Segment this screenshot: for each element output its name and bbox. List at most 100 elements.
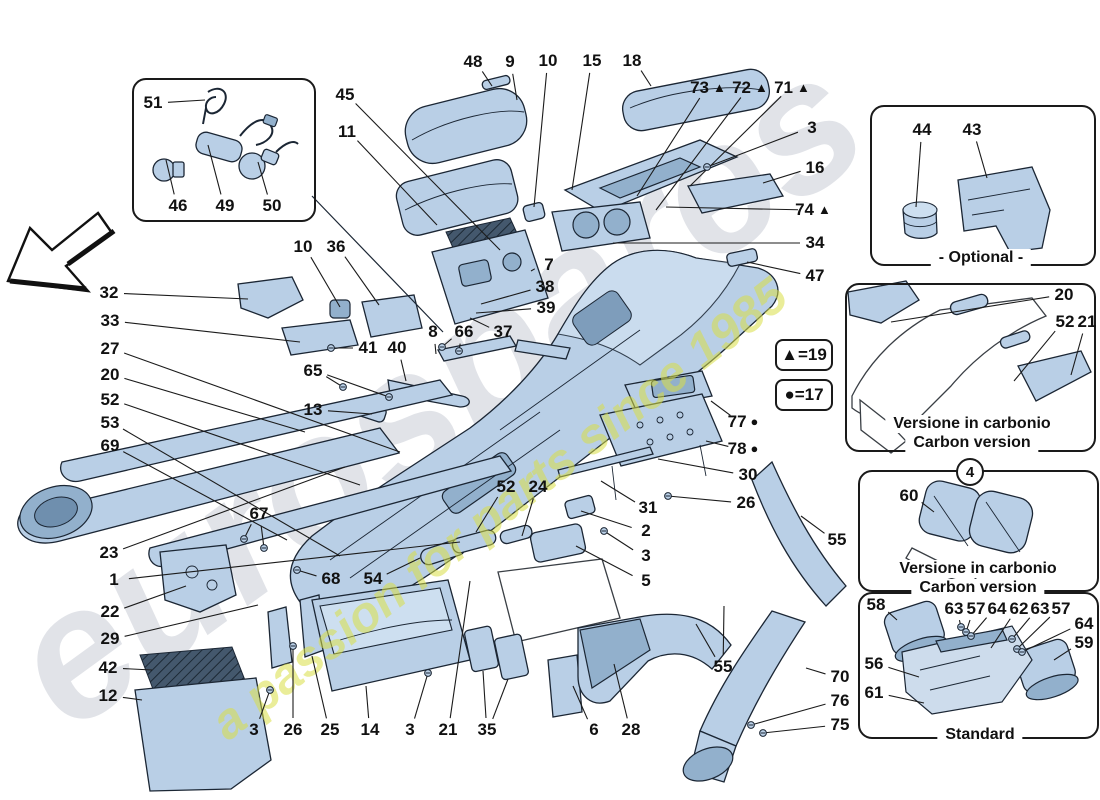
screw-icon bbox=[438, 343, 446, 351]
callout-26-65: 26 bbox=[736, 493, 756, 512]
screw-icon bbox=[957, 623, 965, 631]
callout-36-30: 36 bbox=[326, 237, 346, 256]
leader-line-47 bbox=[746, 261, 801, 275]
part-floor-panel bbox=[134, 677, 272, 792]
leader-line-9 bbox=[512, 73, 518, 101]
screw-icon bbox=[327, 344, 335, 352]
callout-64-84: 64 bbox=[1074, 614, 1094, 633]
screw-icon bbox=[385, 393, 393, 401]
callout-51-0: 51 bbox=[143, 93, 163, 112]
inset-box-lighter bbox=[132, 78, 316, 222]
callout-5-61: 5 bbox=[641, 571, 651, 590]
part-center-duct bbox=[577, 613, 732, 704]
callout-34-17: 34 bbox=[805, 233, 825, 252]
callout-44-71: 44 bbox=[912, 120, 932, 139]
leader-line-58 bbox=[887, 611, 898, 621]
callout-39-21: 39 bbox=[536, 298, 556, 317]
fastener-glyphs bbox=[240, 163, 1026, 737]
callout-54-55: 54 bbox=[363, 569, 383, 588]
leader-line-43 bbox=[975, 141, 988, 179]
leader-line-76 bbox=[750, 703, 826, 726]
leader-line-25 bbox=[311, 655, 327, 719]
callout-57-79: 57 bbox=[966, 599, 986, 618]
leader-line-60 bbox=[921, 502, 935, 513]
callout-28-53: 28 bbox=[621, 720, 641, 739]
caption-carbon-mid-it: Versione in carbonio bbox=[891, 560, 1065, 578]
callout-21-50: 21 bbox=[438, 720, 458, 739]
leader-line-20 bbox=[124, 377, 306, 433]
leader-line-3 bbox=[259, 689, 271, 720]
callout-26-46: 26 bbox=[283, 720, 303, 739]
screw-icon bbox=[600, 527, 608, 535]
inset-standard-parts bbox=[883, 600, 1079, 715]
leader-line-55 bbox=[695, 623, 716, 658]
leader-line-10 bbox=[310, 256, 341, 308]
caption-carbon-top-it: Versione in carbonio bbox=[885, 415, 1059, 433]
callout-70-68: 70 bbox=[830, 667, 850, 686]
part-armrest-container bbox=[431, 217, 549, 325]
callout-16-15: 16 bbox=[805, 158, 825, 177]
leader-line-15 bbox=[571, 72, 591, 191]
callout-42-42: 42 bbox=[98, 658, 118, 677]
leader-line-72 bbox=[655, 97, 742, 211]
screw-icon bbox=[266, 686, 274, 694]
callout-63-78: 63 bbox=[944, 599, 964, 618]
callout-7-19: 7 bbox=[544, 255, 554, 274]
part-storage-drawer bbox=[311, 579, 471, 692]
leader-line-78 bbox=[705, 440, 729, 447]
leader-line-38 bbox=[480, 289, 531, 305]
leader-line-54 bbox=[386, 557, 421, 575]
callout-63-82: 63 bbox=[1030, 599, 1050, 618]
callout-10-8: 10 bbox=[538, 51, 558, 70]
legend-dot: ●=17 bbox=[775, 379, 833, 411]
callout-38-20: 38 bbox=[535, 277, 555, 296]
triangle-marker-icon: ▲ bbox=[797, 80, 810, 95]
callout-72-12: 72▲ bbox=[732, 78, 768, 97]
legend-triangle-text: ▲=19 bbox=[781, 345, 827, 364]
screw-icon bbox=[664, 492, 672, 500]
callout-56-86: 56 bbox=[864, 654, 884, 673]
callout-22-40: 22 bbox=[100, 602, 120, 621]
leader-line-3 bbox=[706, 131, 799, 168]
callout-2-59: 2 bbox=[641, 521, 651, 540]
dot-marker-icon: ● bbox=[750, 441, 759, 456]
leader-line-77 bbox=[710, 400, 731, 416]
callout-27-33: 27 bbox=[100, 339, 120, 358]
leader-line-52 bbox=[475, 496, 499, 533]
screw-icon bbox=[967, 632, 975, 640]
callout-6-52: 6 bbox=[589, 720, 599, 739]
callout-49-2: 49 bbox=[215, 196, 235, 215]
leader-line-40 bbox=[400, 359, 407, 382]
screw-icon bbox=[759, 729, 767, 737]
callout-40-26: 40 bbox=[387, 338, 407, 357]
callout-69-37: 69 bbox=[100, 436, 120, 455]
carbon-mid-badge: 4 bbox=[956, 458, 984, 486]
leader-line-20 bbox=[890, 296, 1050, 323]
callout-66-24: 66 bbox=[454, 322, 474, 341]
callout-3-45: 3 bbox=[249, 720, 259, 739]
leader-line-55 bbox=[722, 605, 725, 656]
leader-line-1 bbox=[128, 541, 461, 580]
callout-68-54: 68 bbox=[321, 569, 341, 588]
leader-line-13 bbox=[327, 410, 373, 415]
leader-line-32 bbox=[123, 292, 249, 300]
leader-line-22 bbox=[124, 585, 187, 609]
leader-line-53 bbox=[122, 428, 341, 557]
callout-21-75: 21 bbox=[1077, 312, 1097, 331]
caption-optional: - Optional - bbox=[930, 249, 1032, 267]
leader-line-71 bbox=[689, 95, 782, 187]
leader-line-5 bbox=[575, 545, 633, 577]
leader-line-29 bbox=[124, 604, 259, 637]
callout-45-4: 45 bbox=[335, 85, 355, 104]
part-cupholder bbox=[551, 201, 651, 252]
callout-30-64: 30 bbox=[738, 465, 758, 484]
part-rear-lid bbox=[621, 68, 771, 132]
caption-carbon-mid-en: Carbon version bbox=[911, 579, 1045, 597]
callout-52-56: 52 bbox=[496, 477, 516, 496]
screw-icon bbox=[260, 544, 268, 552]
part-rod bbox=[557, 446, 654, 478]
leader-line-23 bbox=[122, 466, 346, 550]
callout-31-58: 31 bbox=[638, 498, 658, 517]
callout-23-38: 23 bbox=[99, 543, 119, 562]
